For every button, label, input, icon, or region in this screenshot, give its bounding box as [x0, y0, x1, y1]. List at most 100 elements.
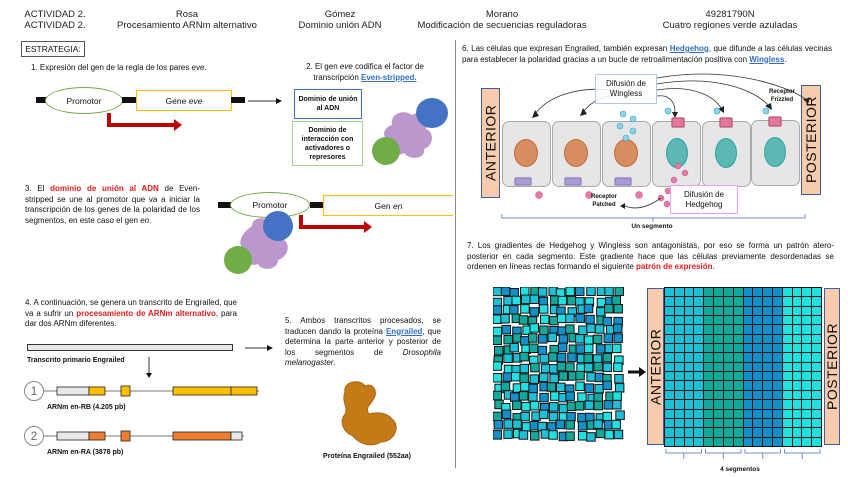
pattern-cell: [792, 400, 802, 409]
wingless-arrow-icon: [656, 88, 722, 109]
pattern-cell: [763, 437, 772, 446]
pattern-cell: [782, 288, 792, 297]
pattern-cell: [674, 325, 684, 334]
pattern-cell: [684, 418, 694, 428]
disordered-cell: [520, 382, 530, 392]
step7-text: 7. Los gradientes de Hedgehog y Wingless…: [467, 241, 834, 273]
disordered-cell: [493, 361, 502, 371]
disordered-cell: [567, 352, 577, 363]
pattern-cell: [743, 372, 753, 381]
step6-text-c: .: [784, 54, 787, 64]
pattern-cell: [714, 437, 723, 446]
header-name: Rosa: [175, 9, 199, 20]
disordered-cell: [529, 307, 539, 317]
pattern-cell: [772, 418, 782, 428]
pattern-cell: [792, 325, 802, 334]
header-surname2: Morano: [485, 9, 519, 20]
disordered-cell: [493, 287, 502, 297]
pattern-cell: [792, 334, 802, 344]
pattern-cell: [812, 344, 821, 353]
bound-protein-icon: [224, 211, 293, 274]
segments-count-label: 4 segmentos: [720, 466, 760, 473]
disordered-cell: [550, 391, 560, 401]
pattern-cell: [665, 334, 674, 344]
disordered-cell: [548, 411, 559, 422]
pattern-cell: [772, 390, 782, 400]
pattern-cell: [743, 390, 753, 400]
segment-bracket: [501, 214, 806, 219]
disordered-cell: [612, 391, 622, 401]
disordered-cell: [519, 373, 529, 383]
step2-text-a: 2. El gen: [306, 62, 340, 71]
pattern-cell: [763, 428, 772, 437]
pattern-cell: [753, 288, 763, 297]
wingless-link[interactable]: Wingless: [749, 54, 785, 64]
pattern-cell: [763, 409, 772, 418]
pattern-cell: [704, 334, 714, 344]
anterior-label-box: ANTERIOR: [647, 288, 664, 445]
step3-highlight: dominio de unión al ADN: [50, 184, 159, 193]
disordered-cell: [500, 381, 511, 392]
pattern-cell: [665, 437, 674, 446]
pattern-cell: [792, 390, 802, 400]
step2-italic: eve: [339, 62, 353, 71]
disordered-cell: [539, 353, 549, 364]
pattern-cell: [723, 418, 733, 428]
disordered-cell: [556, 352, 567, 363]
pattern-cell: [704, 390, 714, 400]
pattern-cell: [772, 316, 782, 325]
pattern-cell: [743, 334, 753, 344]
dna-bar: [310, 202, 324, 208]
gene-eve-box: Gene eve: [136, 90, 232, 111]
pattern-cell: [763, 381, 772, 390]
pattern-cell: [674, 334, 684, 344]
disordered-cell: [613, 362, 623, 372]
pattern-cell: [694, 306, 704, 316]
disordered-cell: [518, 430, 529, 440]
pattern-cell: [733, 409, 743, 418]
pattern-cell: [782, 353, 792, 362]
pattern-cell: [714, 362, 723, 372]
pattern-cell: [792, 428, 802, 437]
pattern-cell: [733, 306, 743, 316]
pattern-cell: [792, 418, 802, 428]
pattern-cell: [684, 409, 694, 418]
hedgehog-link[interactable]: Hedgehog: [669, 44, 709, 53]
step2-text: 2. El gen eve codifica el factor de tran…: [290, 62, 440, 83]
pattern-cell: [753, 409, 763, 418]
pattern-cell: [733, 353, 743, 362]
pattern-cell: [772, 372, 782, 381]
dna-binding-domain-label: Dominio de unión al ADN: [298, 96, 358, 112]
primary-transcript-bar: [27, 344, 233, 351]
pattern-cell: [714, 400, 723, 409]
pattern-cell: [753, 344, 763, 353]
disordered-cell: [613, 323, 623, 334]
engrailed-link[interactable]: Engrailed: [385, 326, 423, 336]
arrow-down-icon: [146, 357, 152, 378]
disordered-cells: [493, 287, 625, 442]
pattern-cell: [812, 288, 821, 297]
pattern-cell: [674, 381, 684, 390]
pattern-cell: [772, 306, 782, 316]
pattern-cell: [694, 418, 704, 428]
even-stripped-link[interactable]: Even-stripped.: [361, 72, 417, 82]
pattern-cell: [802, 418, 812, 428]
pattern-cell: [704, 306, 714, 316]
pattern-cell: [733, 288, 743, 297]
disordered-cell: [577, 431, 588, 441]
pattern-cell: [802, 306, 812, 316]
disordered-cell: [548, 352, 558, 362]
pattern-cell: [665, 288, 674, 297]
pattern-cell: [802, 334, 812, 344]
pattern-cell: [733, 437, 743, 446]
pattern-cell: [714, 334, 723, 344]
pattern-cell: [704, 381, 714, 390]
step6-text-a: 6. Las células que expresan Engrailed, t…: [462, 44, 670, 53]
pattern-cell: [763, 400, 772, 409]
pattern-cell: [694, 390, 704, 400]
pattern-cell: [792, 437, 802, 446]
pattern-cell: [743, 297, 753, 306]
disordered-cell: [493, 326, 502, 337]
pattern-cell: [694, 297, 704, 306]
pattern-cell: [753, 325, 763, 334]
